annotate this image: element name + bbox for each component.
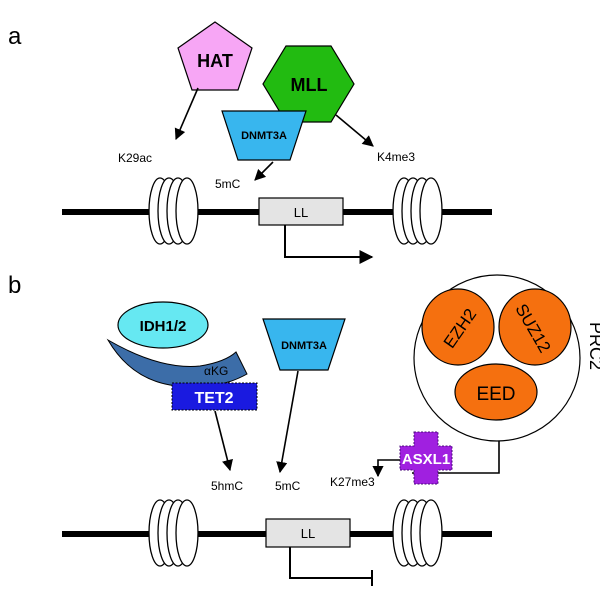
transcription-arrow-active bbox=[284, 225, 374, 264]
dnmt3a-to-5mc-arrow-b bbox=[276, 370, 299, 474]
suz12-ellipse bbox=[498, 288, 572, 366]
nucleosome-left-b bbox=[148, 499, 199, 567]
tet2-to-5hmc-arrow bbox=[214, 410, 233, 472]
dnmt3a-to-5mc-arrow-a bbox=[254, 161, 274, 181]
ezh2-ellipse bbox=[421, 288, 495, 366]
panel-b: b LL IDH1/2 αKG bbox=[8, 272, 600, 586]
hat-pentagon bbox=[177, 21, 253, 91]
idh-ellipse bbox=[117, 301, 209, 349]
eed-ellipse bbox=[454, 363, 538, 421]
dnmt3a-label-a: DNMT3A bbox=[241, 130, 287, 142]
k29ac-label: K29ac bbox=[118, 151, 152, 165]
idh-complex: IDH1/2 bbox=[106, 301, 248, 388]
panel-b-label: b bbox=[8, 272, 21, 299]
mll-label: MLL bbox=[291, 75, 328, 95]
prc2-label: PRC2 bbox=[586, 322, 600, 370]
dnmt3a-trapezoid-b bbox=[262, 318, 346, 371]
k4me3-label: K4me3 bbox=[377, 150, 415, 164]
gene-box-b bbox=[265, 518, 351, 548]
prc2-complex: EZH2 SUZ12 EED PRC2 bbox=[413, 274, 600, 442]
gene-label-b: LL bbox=[301, 526, 315, 541]
mll-to-k4me3-arrow bbox=[335, 114, 374, 147]
prc2-connector bbox=[412, 441, 500, 474]
eed-label: EED bbox=[476, 384, 515, 405]
dnmt3a-label-b: DNMT3A bbox=[281, 340, 327, 352]
hat-label: HAT bbox=[197, 51, 233, 71]
transcription-repressed-line bbox=[289, 547, 372, 579]
asxl1-label: ASXL1 bbox=[402, 451, 450, 468]
panel-a: a LL HAT MLL bbox=[8, 21, 492, 264]
5hmc-label: 5hmC bbox=[211, 479, 243, 493]
akg-label: αKG bbox=[204, 364, 228, 378]
nucleosome-left-a bbox=[148, 177, 199, 245]
gene-box-a bbox=[258, 197, 344, 226]
asxl1-to-k27me3-arrow bbox=[372, 459, 400, 478]
nucleosome-right-a bbox=[392, 177, 443, 245]
nucleosome-right-b bbox=[392, 499, 443, 567]
asxl1-cross bbox=[399, 431, 453, 485]
idh-wrap-shape bbox=[106, 338, 248, 388]
tet2-box bbox=[171, 382, 258, 411]
hat-to-k29ac-arrow bbox=[174, 87, 199, 141]
panel-a-label: a bbox=[8, 23, 22, 50]
gene-label-a: LL bbox=[294, 205, 308, 220]
mll-hexagon bbox=[262, 45, 355, 123]
dnmt3a-trapezoid-a bbox=[221, 110, 307, 161]
tet2-label: TET2 bbox=[194, 390, 233, 407]
5mc-label-b: 5mC bbox=[275, 479, 301, 493]
k27me3-label: K27me3 bbox=[330, 475, 375, 489]
5mc-label-a: 5mC bbox=[215, 177, 241, 191]
idh-label: IDH1/2 bbox=[140, 318, 187, 335]
